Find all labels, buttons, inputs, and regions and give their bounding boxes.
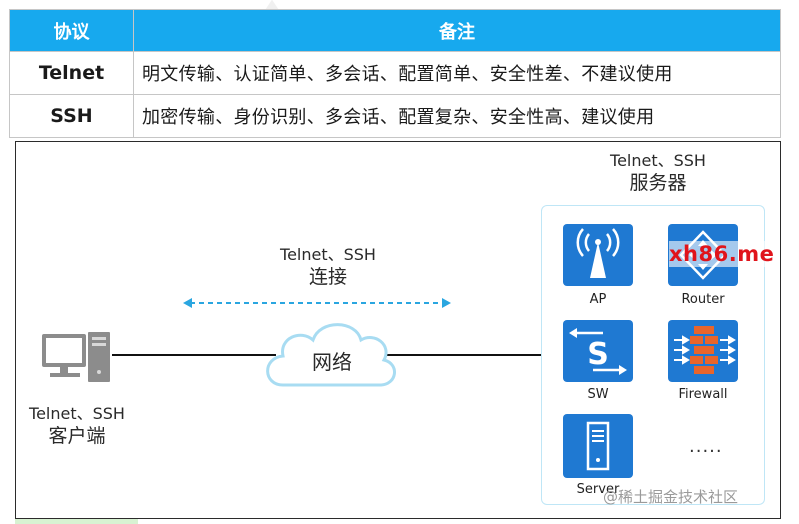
header-protocol: 协议 [9, 9, 134, 52]
network-label: 网络 [312, 350, 352, 374]
svg-text:S: S [587, 337, 609, 372]
table-row: SSH 加密传输、身份识别、多会话、配置复杂、安全性高、建议使用 [9, 94, 781, 138]
firewall-icon [668, 320, 738, 382]
row-note-ssh: 加密传输、身份识别、多会话、配置复杂、安全性高、建议使用 [133, 94, 781, 138]
server-icon [563, 414, 633, 478]
cloud-icon [266, 323, 396, 387]
switch-icon: S [563, 320, 633, 382]
site-watermark-gray: @稀土掘金技术社区 [603, 488, 739, 506]
device-label-firewall: Firewall [678, 387, 728, 402]
device-label-sw: SW [587, 387, 609, 402]
device-label-server: Server [576, 482, 620, 497]
connection-label-title: 连接 [308, 266, 347, 288]
server-label: Telnet、SSH 服务器 [598, 151, 718, 195]
protocol-comparison-table: 协议 备注 Telnet 明文传输、认证简单、多会话、配置简单、安全性差、不建议… [9, 9, 781, 138]
server-label-title: 服务器 [629, 172, 687, 194]
client-label-protocols: Telnet、SSH [29, 404, 125, 423]
connection-label-protocols: Telnet、SSH [280, 245, 376, 264]
row-note-telnet: 明文传输、认证简单、多会话、配置简单、安全性差、不建议使用 [133, 51, 781, 95]
more-devices-ellipsis: ..... [689, 436, 723, 457]
device-label-ap: AP [589, 292, 607, 307]
client-label-title: 客户端 [48, 425, 106, 447]
wireless-ap-icon [563, 224, 633, 286]
connection-label: Telnet、SSH 连接 [268, 245, 388, 289]
decorative-green-bar [15, 519, 138, 524]
dashed-arrow [183, 298, 451, 308]
computer-icon [42, 332, 110, 382]
row-protocol-ssh: SSH [9, 94, 134, 138]
site-watermark-red: xh86.me [669, 241, 775, 267]
client-label: Telnet、SSH 客户端 [17, 404, 137, 448]
server-label-protocols: Telnet、SSH [610, 151, 706, 170]
device-label-router: Router [681, 292, 725, 307]
